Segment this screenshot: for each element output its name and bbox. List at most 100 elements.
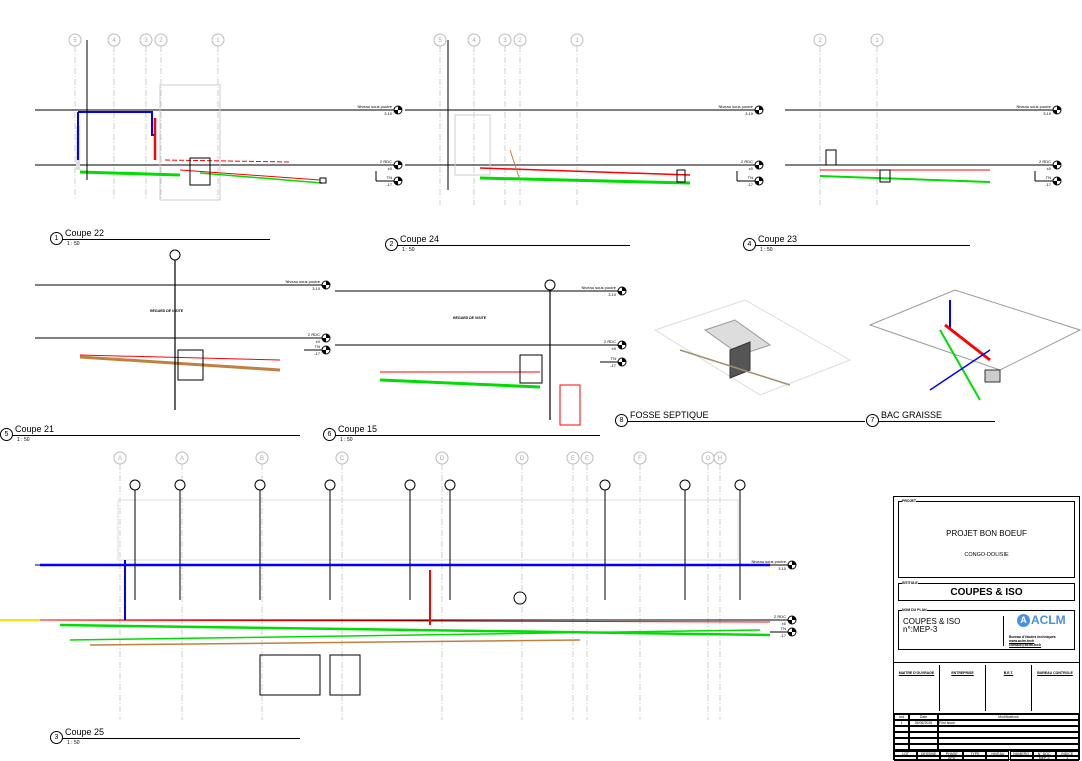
section-scale: 1 : 50 <box>760 247 773 253</box>
regard-label-1: REGARD DE VISITE <box>150 309 184 313</box>
section-marker-icon <box>544 279 556 291</box>
fitting <box>319 177 327 184</box>
grid-bubble <box>68 33 82 47</box>
c25-rdc-label: 2 RDC <box>773 614 786 619</box>
section-number: 4 <box>743 238 756 251</box>
c21-tn-label: TN <box>314 344 320 349</box>
section-marker-icon <box>444 479 456 491</box>
c15-rdc-marker-fill <box>618 341 626 349</box>
grid-bubble <box>113 451 127 465</box>
regard-box <box>177 349 204 381</box>
section-marker-icon <box>734 479 746 491</box>
footer-value <box>917 755 941 761</box>
c25-tn-marker-fill <box>788 628 796 636</box>
section-title: Coupe 21 <box>15 424 55 434</box>
c21-rdc-value: ±0 <box>315 339 320 344</box>
fixture <box>825 149 837 166</box>
regard-label-2: REGARD DE VISITE <box>453 316 487 320</box>
c25-tn-label: TN <box>780 626 786 631</box>
waste-pipe <box>199 172 323 184</box>
section-title: Coupe 23 <box>758 234 798 244</box>
section-scale: 1 : 50 <box>17 437 30 443</box>
company-mail[interactable]: contact@aclm.tech <box>1009 643 1042 647</box>
aclm-logo-icon: A <box>1017 614 1030 627</box>
c15-beam-marker-fill <box>618 287 626 295</box>
c22-rdc-marker-fill <box>394 161 402 169</box>
section-underline <box>335 435 600 436</box>
grid-bubble-label: D <box>440 456 445 462</box>
pump-icon <box>513 591 527 605</box>
section-underline <box>62 738 300 739</box>
rev-date: 05/05/2025 <box>909 720 938 726</box>
grid-bubble-label: F <box>638 456 642 462</box>
grid-bubble-label: 3 <box>503 38 507 44</box>
c23-rdc-label: 2 RDC <box>1038 159 1051 164</box>
c25-beam-marker-fill <box>788 561 796 569</box>
c23-tn-marker-fill <box>1053 177 1061 185</box>
tank-outline <box>329 654 361 696</box>
c15-rdc-label: 2 RDC <box>603 339 616 344</box>
c24-tn-label: TN <box>747 175 753 180</box>
grid-bubble <box>435 451 449 465</box>
c15-rdc-value: ±0 <box>611 346 616 351</box>
footer-value <box>963 755 987 761</box>
role-column: ENTREPRISE <box>940 665 986 711</box>
rev-date <box>909 744 938 750</box>
company-web[interactable]: www.aclm.tech <box>1009 639 1035 643</box>
waste-pipe <box>79 170 181 177</box>
c21-tn-marker-fill <box>322 346 330 354</box>
fitting <box>879 169 891 183</box>
footer-header: NIVEAU <box>986 751 1010 757</box>
section-number: 1 <box>50 232 63 245</box>
section-scale: 1 : 50 <box>402 247 415 253</box>
grid-bubble-label: B <box>260 456 264 462</box>
grease-trap <box>984 369 1001 383</box>
section-marker-icon <box>169 249 181 261</box>
c25-rdc-value: ±0 <box>781 621 786 626</box>
c21-beam-label: Niveau sous poutre <box>285 279 320 284</box>
c15-tn-label: TN <box>610 356 616 361</box>
rev-date <box>909 726 938 732</box>
footer-header: N° DOC <box>1032 751 1056 757</box>
company-name: ACLM <box>1031 613 1066 627</box>
intitule-label: INTITULE <box>902 581 918 585</box>
section-marker-icon <box>599 479 611 491</box>
grid-bubble <box>335 451 349 465</box>
section-underline <box>12 435 300 436</box>
regard-box <box>519 354 543 384</box>
c24-beam-marker-fill <box>755 106 763 114</box>
rev-header: Modifications <box>938 714 1079 720</box>
septic-pipe <box>679 349 791 386</box>
grid-bubble <box>813 33 827 47</box>
section-number: 5 <box>0 428 13 441</box>
footer-value: APD <box>940 755 964 761</box>
grid-bubble <box>211 33 225 47</box>
c22-tn-value: -17 <box>386 182 392 187</box>
rev-mod <box>938 732 1079 738</box>
plan-label: NOM DU PLAN <box>902 608 927 612</box>
project-box: PROJET PROJET BON BOEUF CONGO-DOLISIE <box>898 499 1075 578</box>
rev-mod <box>938 744 1079 750</box>
section-title: Coupe 24 <box>400 234 440 244</box>
c24-tn-marker-fill <box>755 177 763 185</box>
waste-pipe <box>69 629 761 641</box>
c22-tn-marker-fill <box>394 177 402 185</box>
project-name: PROJET BON BOEUF <box>946 529 1027 538</box>
grid-bubble <box>175 451 189 465</box>
grid-bubble-label: A <box>118 456 122 462</box>
c22-tn-label: TN <box>386 175 392 180</box>
c22-rdc-label: 2 RDC <box>379 159 392 164</box>
footer-value: MEP-3 <box>1032 755 1056 761</box>
c21-beam-value: 3.10 <box>312 286 320 291</box>
section-marker-icon <box>174 479 186 491</box>
section-number: 3 <box>50 731 63 744</box>
inspection-box <box>189 157 211 186</box>
section-number: 2 <box>385 238 398 251</box>
footer-header: LOT <box>894 751 918 757</box>
grid-bubble <box>107 33 121 47</box>
iso-ground <box>653 299 852 396</box>
grid-bubble-label: 3 <box>144 38 148 44</box>
iso-room <box>868 289 1082 371</box>
c25-tn-value: -17 <box>780 633 786 638</box>
